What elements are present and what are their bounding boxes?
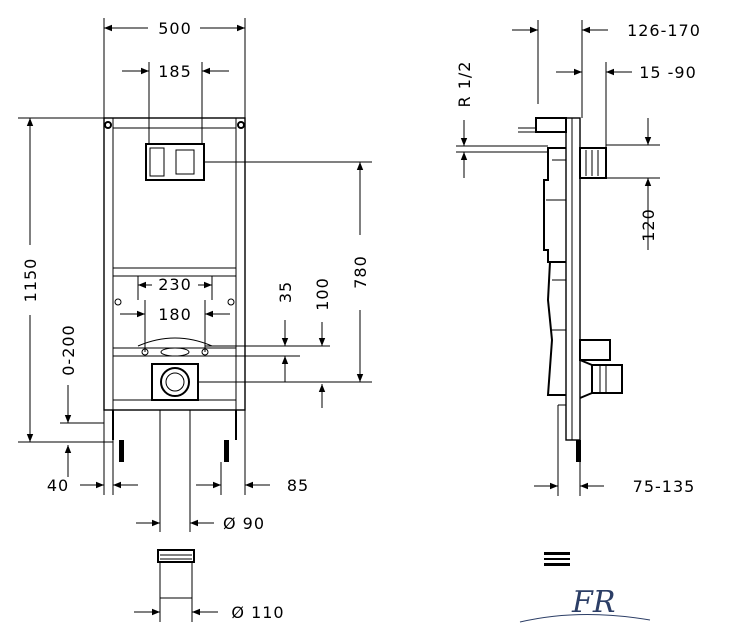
dim-40: 40 — [47, 476, 69, 495]
side-connector-detail — [544, 552, 570, 566]
side-frame — [518, 117, 623, 462]
dim-r-half: R 1/2 — [455, 61, 474, 108]
dim-35: 35 — [276, 281, 295, 303]
dim-120: 120 — [639, 208, 658, 242]
dim-126-170: 126-170 — [627, 21, 701, 40]
dim-d90: Ø 90 — [223, 514, 265, 533]
dim-d110: Ø 110 — [231, 603, 284, 622]
dim-75-135: 75-135 — [633, 477, 696, 496]
dim-185: 185 — [158, 62, 192, 81]
pipe-110-detail — [157, 549, 195, 599]
side-view: 126-170 15 -90 R 1/2 120 75-135 — [455, 20, 701, 566]
dim-85: 85 — [287, 476, 309, 495]
dim-100: 100 — [313, 277, 332, 311]
front-frame — [103, 117, 246, 462]
brand-logo: FR — [519, 585, 651, 623]
dim-1150: 1150 — [21, 258, 40, 303]
dim-500: 500 — [158, 19, 192, 38]
dim-180: 180 — [158, 305, 192, 324]
dim-15-90: 15 -90 — [639, 63, 697, 82]
front-view: 500 185 1150 0-200 780 35 — [18, 18, 372, 622]
dim-0-200: 0-200 — [59, 324, 78, 376]
dim-230: 230 — [158, 275, 192, 294]
dim-780: 780 — [351, 255, 370, 289]
